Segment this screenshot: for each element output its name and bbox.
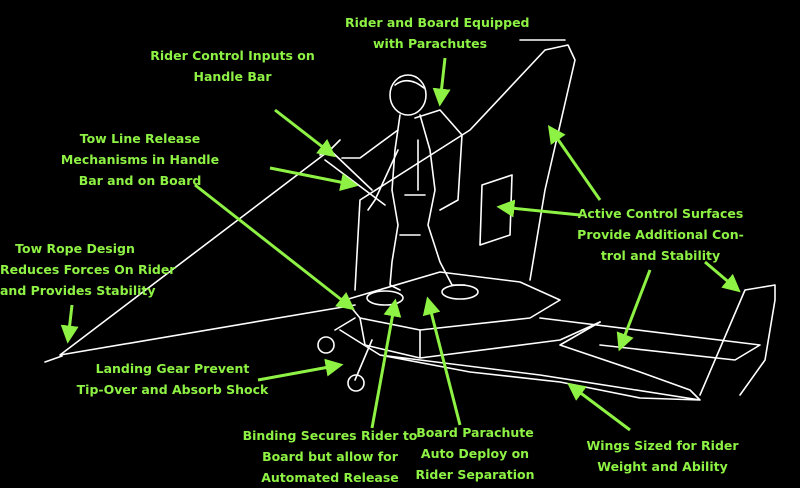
arrow-tow-release-handle (269, 166, 359, 192)
label-control-inputs: Rider Control Inputs on Handle Bar (150, 48, 315, 84)
label-board-parachute: Board Parachute Auto Deploy on Rider Sep… (415, 425, 535, 482)
rider-figure (341, 74, 466, 291)
fin-control-surface (479, 174, 513, 246)
arrow-landing-gear (257, 358, 344, 382)
main-fin (354, 39, 576, 291)
board-body (344, 271, 561, 331)
label-tow-rope: Tow Rope Design Reduces Forces On Rider … (0, 241, 176, 298)
arrow-control-surface-fin (496, 199, 581, 218)
label-landing-gear: Landing Gear Prevent Tip-Over and Absorb… (76, 361, 269, 397)
label-wings: Wings Sized for Rider Weight and Ability (586, 438, 739, 474)
handle-bar (319, 147, 386, 206)
arrow-tow-release-board (194, 183, 355, 311)
label-tow-release: Tow Line Release Mechanisms in Handle Ba… (60, 131, 220, 188)
label-binding: Binding Secures Rider to Board but allow… (242, 428, 418, 485)
arrow-parachutes (432, 57, 451, 107)
vehicle-drawing (44, 39, 776, 401)
arrow-control-inputs (274, 108, 336, 158)
pointer-arrows (60, 57, 741, 432)
tow-rope (44, 139, 373, 363)
tail-fin (699, 284, 776, 396)
arrow-control-surface-wing (616, 269, 652, 352)
arrow-control-surface-top (547, 125, 602, 201)
arrow-wings (567, 382, 631, 432)
wing (339, 321, 701, 401)
label-parachutes: Rider and Board Equipped with Parachutes (345, 15, 530, 51)
arrow-tow-rope (60, 304, 79, 344)
landing-gear (334, 317, 373, 381)
arrow-board-parachute (422, 296, 462, 426)
arrow-binding (370, 298, 402, 429)
arrow-control-surface-tail (704, 260, 741, 293)
label-control-surfaces: Active Control Surfaces Provide Addition… (577, 206, 744, 263)
